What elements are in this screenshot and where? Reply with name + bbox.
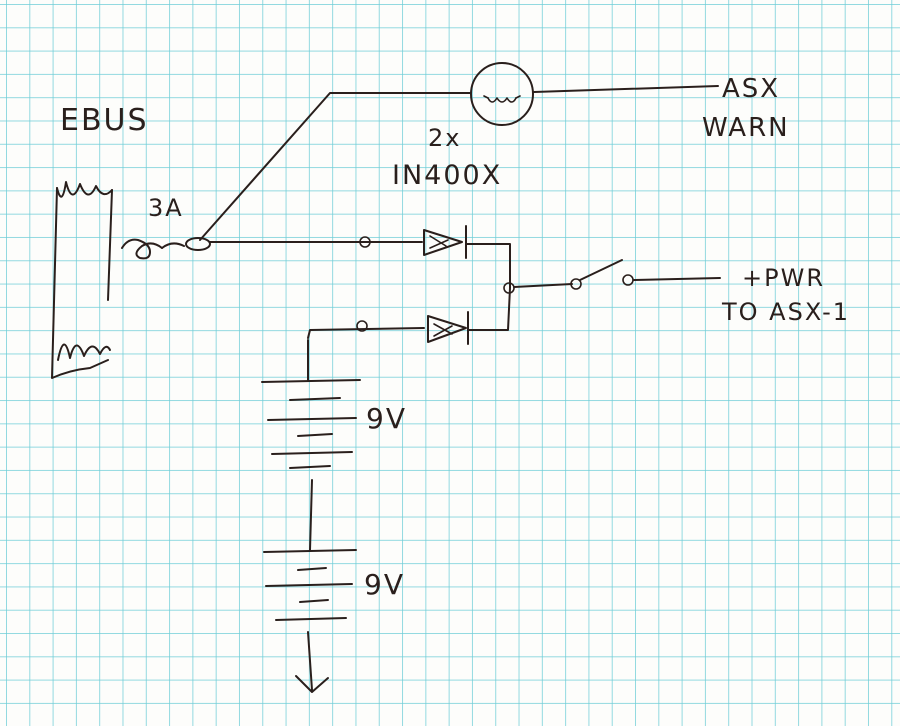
wire-lamp-to-asx [533,85,719,93]
battery-2-label: 9V [364,568,405,601]
wire-bottom-diode-to-junction [467,287,511,331]
power-label-2: TO ASX-1 [721,298,850,326]
fuse-label: 3A [148,194,184,222]
wire-junction-to-switch [513,283,573,288]
node-top-left [359,236,371,248]
diode-bottom [427,311,469,345]
asx-warn-label-2: WARN [702,113,790,143]
power-label-1: +PWR [742,264,825,292]
ebus-bar [51,181,113,379]
wire-fuse-to-lamp [199,92,471,241]
battery-2 [263,549,357,621]
battery-1-label: 9V [366,402,407,435]
node-bottom-left [356,320,368,332]
wire-battery-to-bottom-diode [307,327,425,339]
ground-arrow [295,631,329,693]
asx-warn-label-1: ASX [722,74,780,104]
fuse-3a [121,237,211,260]
power-switch [570,259,634,290]
wire-between-batteries [309,479,313,551]
diode-count-label: 2x [428,124,461,152]
ebus-label: EBUS [60,103,149,138]
warning-lamp [470,62,534,126]
wire-switch-to-output [633,277,721,281]
wire-top-diode-to-junction [465,243,511,289]
diode-part-label: IN400X [392,160,502,191]
battery-1 [261,339,361,469]
junction-node [503,282,515,294]
diode-top [423,225,467,259]
